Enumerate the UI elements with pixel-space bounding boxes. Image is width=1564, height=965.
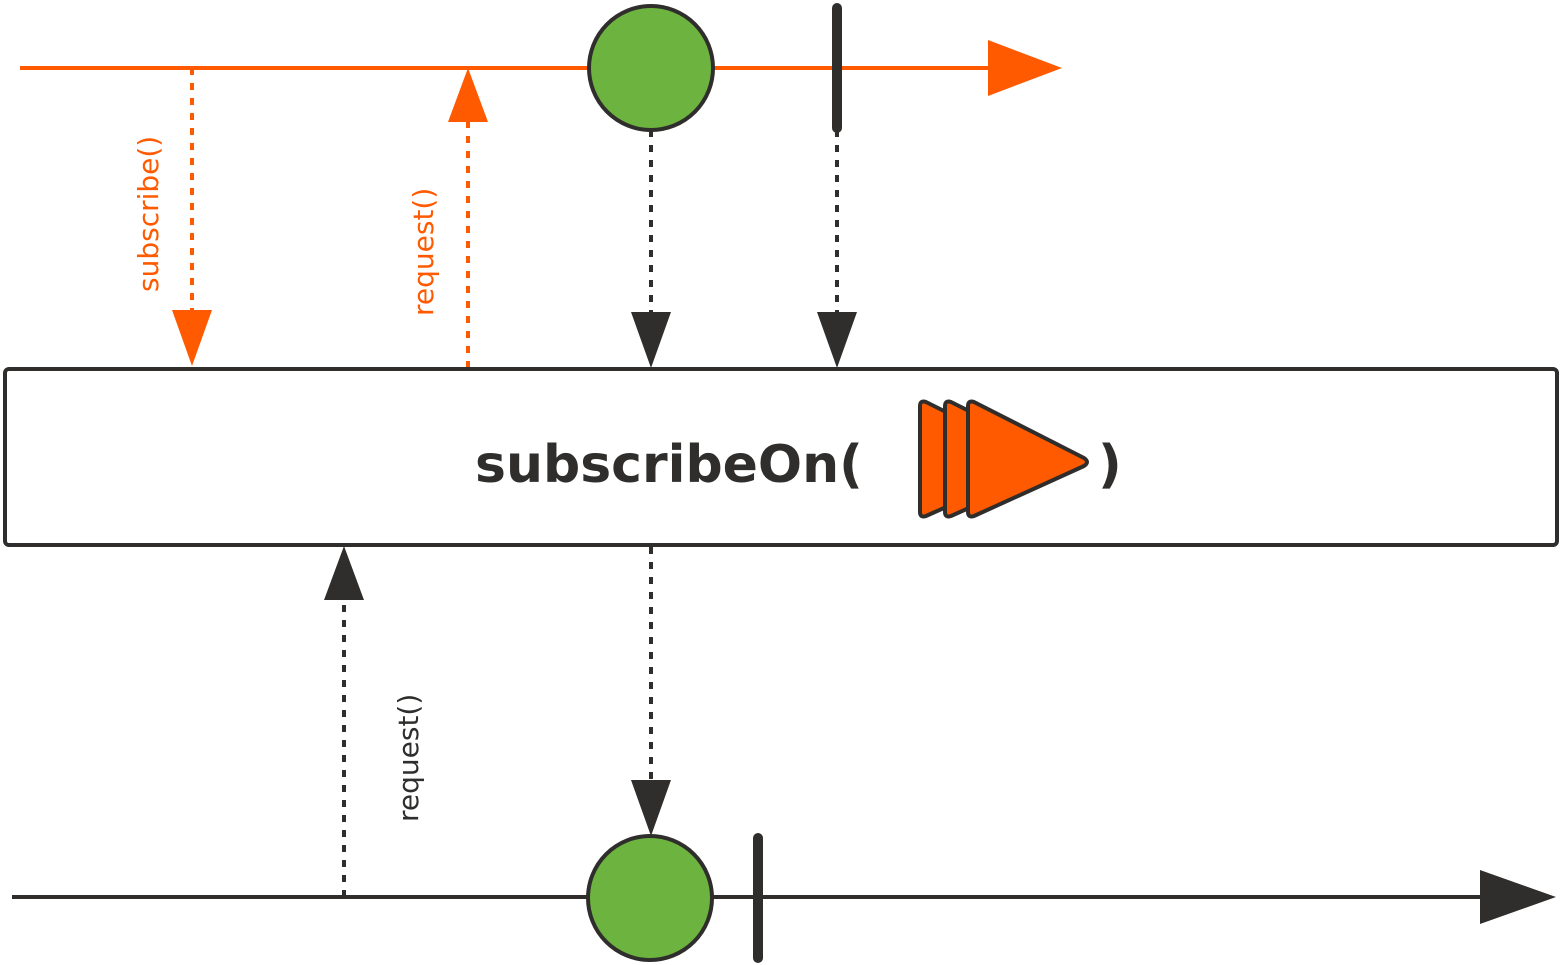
downstream-request-label: request() (392, 694, 425, 822)
source-timeline (20, 40, 1062, 96)
upstream-request-signal: request() (407, 68, 488, 368)
result-item-marble (586, 834, 714, 962)
source-item-marble (587, 4, 715, 132)
source-completion-projection-arrowhead-icon (817, 312, 857, 368)
subscribe-label: subscribe() (132, 136, 165, 292)
operator-box: subscribeOn( ) (3, 367, 1559, 547)
source-completion-projection (817, 130, 857, 368)
upstream-request-signal-arrowhead-icon (448, 68, 488, 122)
operator-close-paren: ) (1098, 435, 1122, 495)
subscribe-signal: subscribe() (132, 68, 212, 366)
source-timeline-arrowhead-icon (988, 40, 1062, 96)
subscribe-signal-arrowhead-icon (172, 310, 212, 366)
result-item-projection-arrowhead-icon (631, 780, 671, 836)
scheduler-triple-play-icon (918, 399, 1089, 519)
result-item-projection (631, 547, 671, 836)
source-item-projection (631, 130, 671, 368)
result-timeline-arrowhead-icon (1480, 870, 1556, 924)
operator-name: subscribeOn( (475, 435, 863, 495)
upstream-request-label: request() (407, 188, 440, 316)
downstream-request-signal-arrowhead-icon (324, 546, 364, 600)
result-timeline (12, 870, 1556, 924)
source-item-projection-arrowhead-icon (631, 312, 671, 368)
operator-box-frame (3, 367, 1559, 547)
downstream-request-signal: request() (324, 546, 425, 897)
